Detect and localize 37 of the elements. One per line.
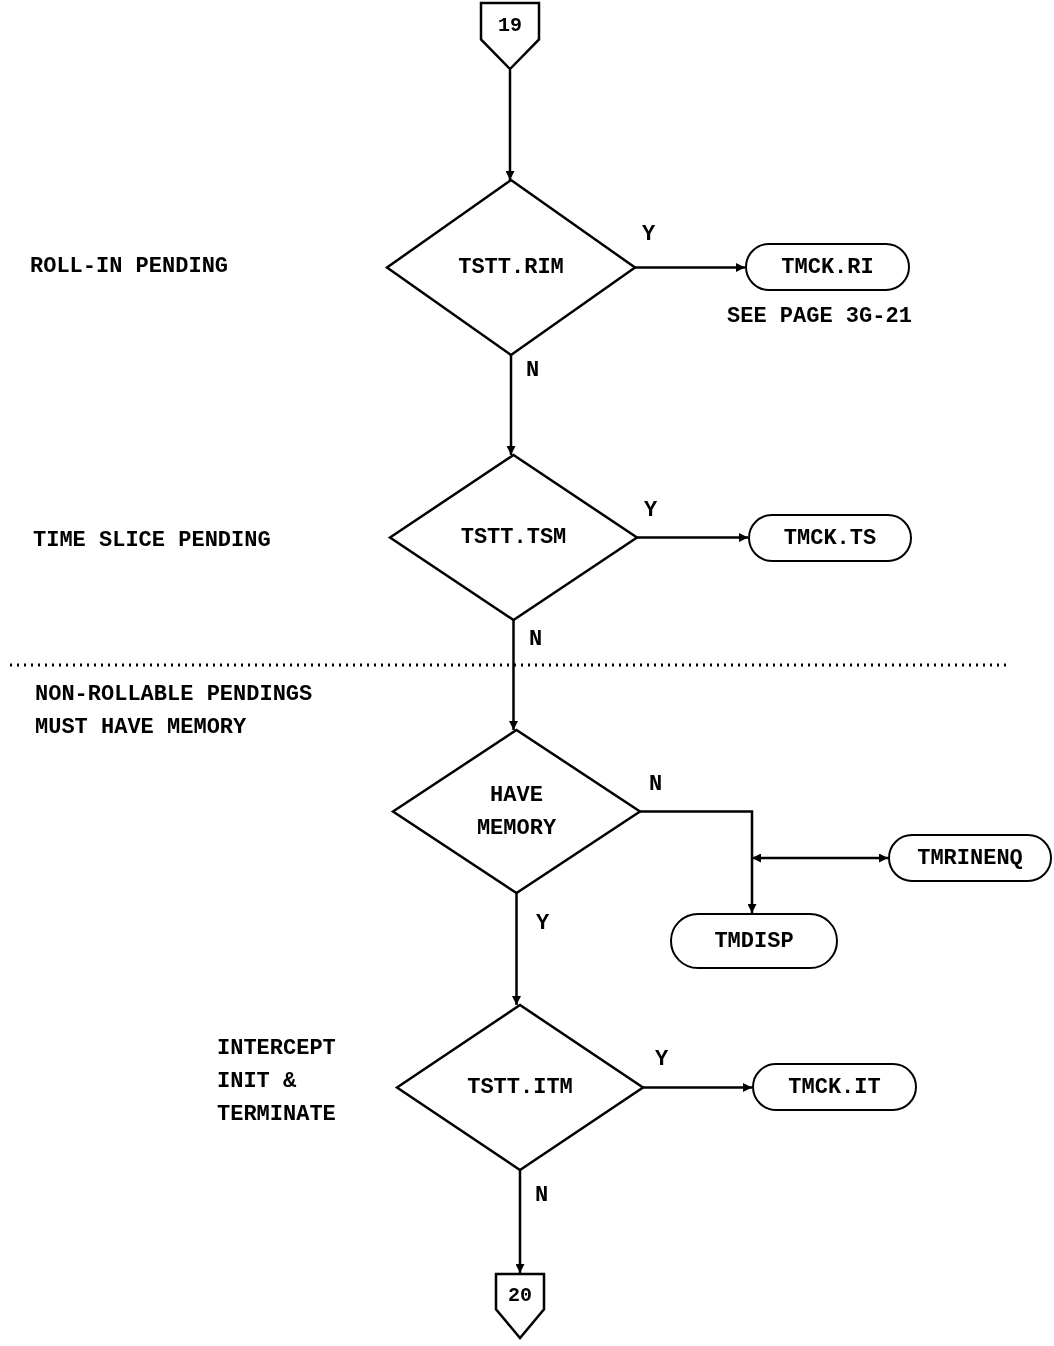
node-label: 20 (508, 1283, 532, 1310)
arrow (505, 70, 515, 180)
terminal-box (748, 514, 912, 562)
off-page-connector (495, 1273, 545, 1339)
node-label: TSTT.TSM (460, 524, 567, 552)
arrow (643, 1083, 752, 1092)
decision-diamond (393, 730, 640, 893)
node-label: TMCK.IT (788, 1073, 881, 1102)
off-page-connector (480, 2, 540, 70)
node-label: TSTT.RIM (458, 254, 564, 282)
node-label: TSTT.ITM (467, 1074, 573, 1102)
node-label: TMDISP (714, 927, 794, 956)
section-note: ROLL-IN PENDING (30, 253, 230, 281)
arrow (635, 263, 745, 272)
node-label: TMCK.RI (781, 253, 874, 282)
arrow (752, 853, 888, 863)
terminal-box (670, 913, 838, 969)
node-label: TMRINENQ (917, 844, 1023, 873)
arrow (637, 533, 748, 542)
decision-diamond (397, 1005, 643, 1170)
arrow (512, 893, 521, 1005)
node-label: HAVE MEMORY (475, 781, 558, 843)
section-note: TIME SLICE PENDING (33, 527, 272, 555)
node-label: 19 (498, 12, 522, 39)
terminal-box (888, 834, 1052, 882)
decision-diamond (387, 180, 635, 355)
arrow (640, 810, 757, 913)
arrow (506, 355, 516, 455)
node-label: TMCK.TS (783, 524, 877, 553)
decision-diamond (390, 455, 637, 620)
terminal-box (752, 1063, 917, 1111)
annotation-text: SEE PAGE 3G-21 (727, 303, 913, 331)
arrow (515, 1170, 525, 1273)
annotation-text: INTERCEPT INIT & TERMINATE (217, 1035, 337, 1129)
section-note: NON-ROLLABLE PENDINGS MUST HAVE MEMORY (35, 681, 314, 742)
terminal-box (745, 243, 910, 291)
arrow (509, 620, 518, 730)
